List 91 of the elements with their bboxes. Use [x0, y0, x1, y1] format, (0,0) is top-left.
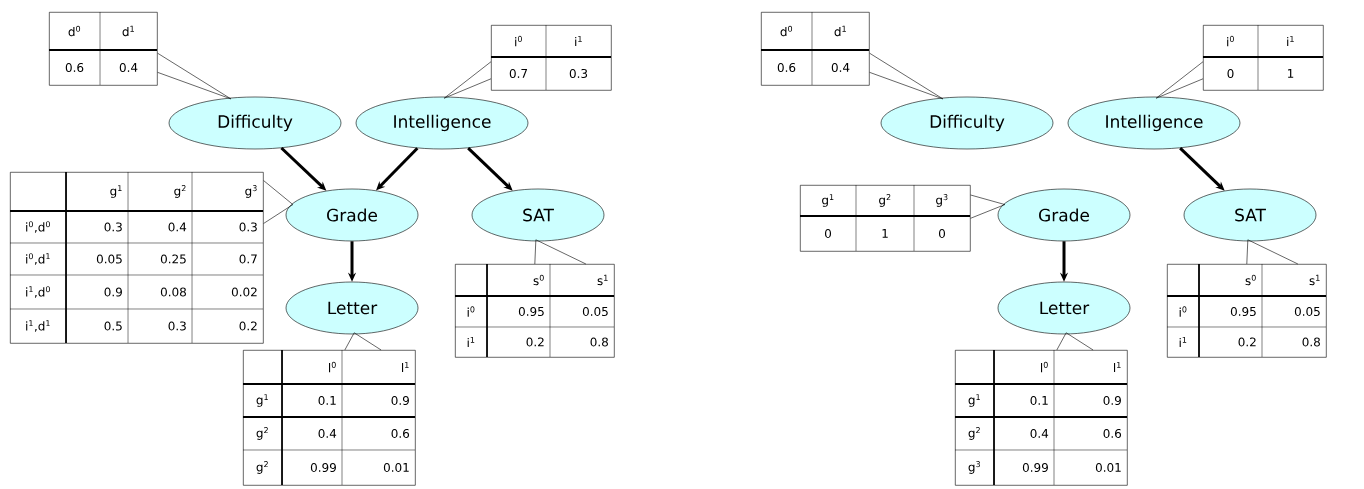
- table-cell: i$^{1}$,d$^{1}$: [26, 320, 50, 332]
- table-cell: i$^{0}$: [515, 35, 522, 47]
- table-cell: 0.6: [1103, 428, 1122, 439]
- table-cell: 0.3: [104, 222, 122, 232]
- table-cell: 0.2: [239, 321, 257, 331]
- callout-pointer: [263, 180, 294, 224]
- table-cell: 0.4: [831, 62, 850, 73]
- table-cell: g$^{3}$: [968, 461, 980, 474]
- table-cell: 0.08: [160, 287, 186, 297]
- table-cell: s$^{1}$: [1309, 274, 1320, 286]
- table-cell: 0.05: [1294, 306, 1320, 317]
- table-cell: 0.3: [168, 321, 186, 331]
- table-cell: g$^{2}$: [968, 427, 980, 440]
- table-cell: 0.05: [96, 254, 122, 264]
- table-cell: 0.4: [119, 62, 138, 73]
- table-cell: 0: [825, 228, 832, 239]
- table-cell: 0.3: [239, 222, 257, 232]
- table-cell: d$^{0}$: [780, 25, 793, 37]
- table-cell: 0.6: [777, 62, 796, 73]
- table-cell: g$^{2}$: [256, 461, 268, 474]
- table-cell: 0: [938, 228, 946, 239]
- table-cell: 0.01: [1095, 462, 1121, 473]
- table-cell: 0.95: [518, 306, 544, 317]
- table-cell: 0.6: [391, 428, 410, 439]
- table-cell: 0.1: [318, 395, 336, 406]
- callout-pointer: [1056, 332, 1094, 351]
- table-cell: 0.8: [590, 337, 608, 347]
- table-cell: d$^{1}$: [122, 25, 134, 37]
- table-cell: g$^{1}$: [256, 394, 268, 407]
- callout-pointer: [869, 52, 944, 100]
- table-cell: i$^{0}$,d$^{1}$: [26, 253, 50, 265]
- table-cell: 1: [882, 229, 888, 238]
- table-cell: g$^{2}$: [879, 194, 891, 207]
- table-cell: 0.25: [160, 254, 186, 264]
- table-cell: d$^{1}$: [834, 25, 846, 37]
- callout-pointer: [1246, 239, 1299, 265]
- table-cell: 1: [1288, 69, 1294, 78]
- table-cell: i$^{1}$: [1287, 35, 1294, 47]
- table-cell: i$^{0}$,d$^{0}$: [26, 221, 50, 233]
- callout-pointer: [344, 332, 382, 351]
- table-cell: 0.5: [104, 321, 122, 331]
- table-cell: 0.99: [1022, 462, 1048, 473]
- table-cell: 0.9: [391, 395, 409, 406]
- table-cell: 0.7: [239, 254, 257, 264]
- table-cell: g$^{1}$: [968, 394, 980, 407]
- table-cell: 0.3: [569, 68, 588, 79]
- table-cell: i$^{1}$: [467, 336, 475, 348]
- table-cell: 0.2: [1238, 337, 1256, 347]
- table-cell: i$^{1}$,d$^{0}$: [26, 286, 50, 298]
- table-cell: 0.4: [1030, 428, 1049, 439]
- table-cell: s$^{0}$: [533, 274, 544, 286]
- callout-pointer: [534, 239, 587, 265]
- table-cell: l$^{1}$: [1114, 361, 1121, 373]
- table-cell: g$^{3}$: [245, 185, 257, 198]
- table-cell: g$^{2}$: [256, 427, 268, 440]
- table-cell: g$^{2}$: [174, 185, 186, 198]
- table-cell: 0.6: [65, 62, 84, 73]
- table-cell: g$^{1}$: [110, 185, 122, 198]
- table-cell: 0.02: [231, 287, 257, 297]
- table-cell: 0.95: [1230, 306, 1256, 317]
- table-cell: 0.4: [168, 222, 187, 232]
- callout-pointer: [443, 61, 492, 99]
- table-cell: g$^{3}$: [936, 194, 948, 207]
- table-cell: 0.9: [104, 287, 122, 297]
- table-cell: i$^{1}$: [575, 35, 582, 47]
- table-cell: 0.01: [383, 462, 409, 473]
- table-cell: 0.9: [1103, 395, 1121, 406]
- table-cell: l$^{0}$: [329, 361, 336, 373]
- table-cell: 0.8: [1302, 337, 1320, 347]
- table-cell: 0.99: [310, 462, 336, 473]
- table-cell: s$^{1}$: [597, 274, 608, 286]
- table-cell: 0.2: [526, 337, 544, 347]
- arrow: [467, 146, 513, 191]
- table-cell: g$^{1}$: [822, 194, 834, 207]
- table-cell: l$^{1}$: [402, 361, 409, 373]
- table-cell: 0.1: [1030, 395, 1048, 406]
- table-cell: 0: [1227, 68, 1234, 79]
- table-cell: s$^{0}$: [1245, 274, 1256, 286]
- arrow: [1179, 146, 1225, 191]
- callout-pointer: [157, 52, 232, 100]
- table-cell: 0.7: [509, 68, 527, 79]
- table-cell: 0.4: [318, 428, 337, 439]
- table-cell: i$^{0}$: [1179, 306, 1187, 317]
- table-cell: d$^{0}$: [68, 25, 81, 37]
- table-cell: i$^{0}$: [467, 306, 475, 317]
- table-cell: 0.05: [582, 306, 608, 317]
- callout-pointer: [1155, 61, 1204, 99]
- table-cell: i$^{1}$: [1179, 336, 1187, 348]
- callout-pointer: [970, 194, 1006, 219]
- table-cell: l$^{0}$: [1041, 361, 1048, 373]
- table-cell: i$^{0}$: [1227, 35, 1234, 47]
